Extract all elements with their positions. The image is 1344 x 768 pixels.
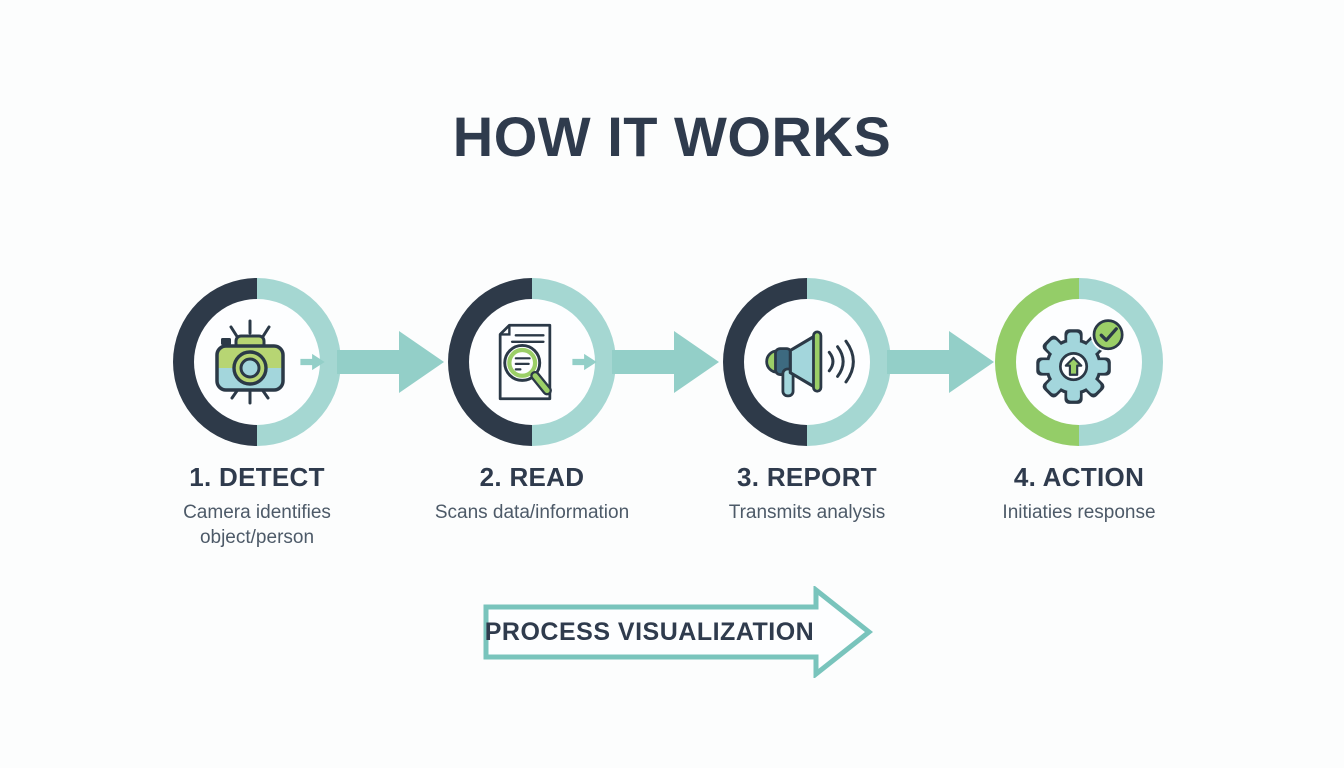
gear-check-icon-svg <box>1036 317 1126 404</box>
step-description: Transmits analysis <box>728 502 886 523</box>
step-label-report: 3. REPORT Transmits analysis <box>677 462 937 525</box>
flow-arrow-icon <box>337 331 444 393</box>
inner-arrow-icon <box>300 353 325 371</box>
step-label-action: 4. ACTION Initiaties response <box>949 462 1209 525</box>
megaphone-icon-svg <box>765 330 855 397</box>
megaphone-icon <box>723 278 891 446</box>
step-title: 3. REPORT <box>737 462 877 492</box>
flow-arrow-icon <box>887 331 994 393</box>
step-circle-action <box>995 278 1163 446</box>
document-magnifier-icon <box>441 278 609 446</box>
step-circle-read <box>448 278 616 446</box>
inner-arrow-icon <box>572 353 597 371</box>
gear-check-icon <box>995 278 1163 446</box>
step-title: 2. READ <box>479 462 585 492</box>
step-label-detect: 1. DETECT Camera identifies object/perso… <box>127 462 387 550</box>
flow-arrow-icon <box>612 331 719 393</box>
step-description: Initiaties response <box>1002 502 1156 523</box>
process-banner-arrow-icon <box>483 586 873 678</box>
step-title: 4. ACTION <box>1013 462 1145 492</box>
camera-icon-svg <box>215 319 285 405</box>
step-label-read: 2. READ Scans data/information <box>402 462 662 525</box>
step-title: 1. DETECT <box>189 462 325 492</box>
camera-icon <box>166 278 334 446</box>
page-title: HOW IT WORKS <box>452 105 892 168</box>
step-description: Scans data/information <box>434 502 630 523</box>
process-banner-label: PROCESS VISUALIZATION <box>484 617 815 646</box>
step-description: Camera identifies object/person <box>183 502 331 549</box>
document-magnifier-icon-svg <box>498 323 552 401</box>
step-circle-report <box>723 278 891 446</box>
